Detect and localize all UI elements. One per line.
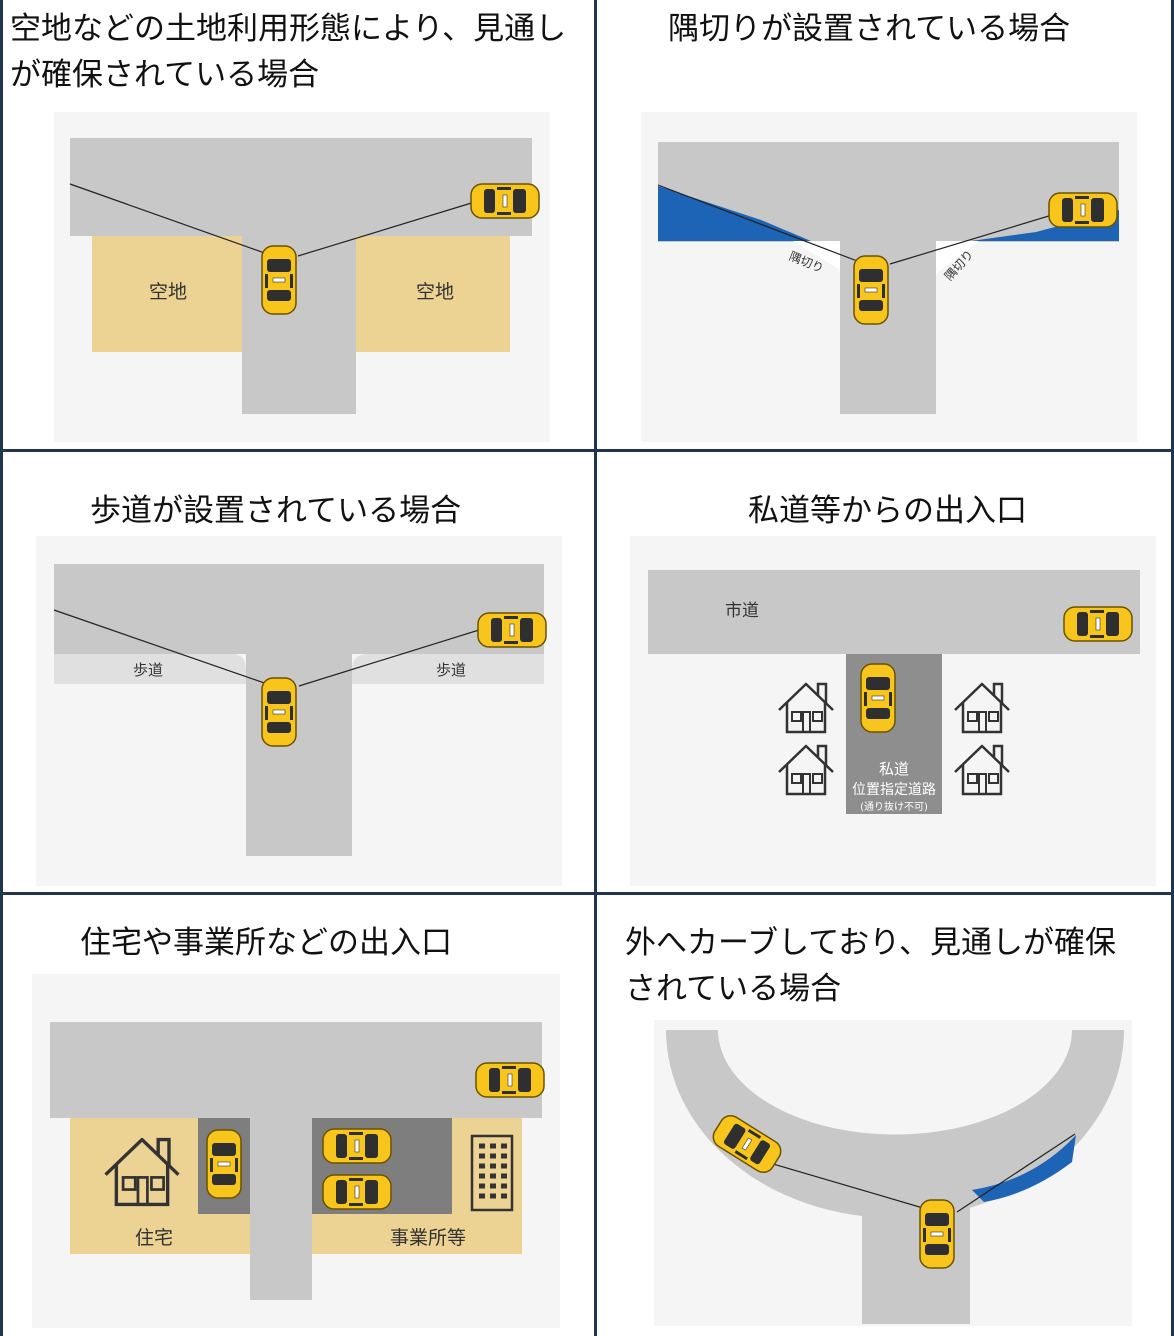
illustration-private-road: 市道 私道 位置指定道路 (通り抜け不可): [630, 536, 1156, 886]
corner-cut-right: [971, 210, 1119, 241]
main-road: [50, 1022, 542, 1118]
private-road-label: 私道: [879, 760, 909, 778]
taxi-car-icon: [206, 1129, 242, 1199]
taxi-car-icon: [322, 1128, 392, 1164]
main-road: [70, 138, 532, 236]
sidewalk-left-label: 歩道: [133, 661, 163, 679]
panel-title: 隅切りが設置されている場合: [668, 11, 1071, 47]
taxi-car-icon: [470, 183, 540, 219]
taxi-car-icon: [322, 1174, 392, 1210]
city-road-label: 市道: [725, 601, 759, 621]
taxi-car-icon: [1048, 192, 1118, 228]
taxi-car-icon: [1063, 606, 1133, 642]
vacant-lot-left-label: 空地: [149, 281, 187, 303]
taxi-car-icon: [860, 663, 896, 733]
illustration-vacant-lot: 空地 空地: [54, 112, 550, 442]
panel-title: 外へカーブしており、見通しが確保 されている場合: [625, 925, 1117, 1007]
grid-border-row2: [0, 892, 1174, 895]
no-through-label: (通り抜け不可): [860, 800, 928, 813]
city-road: [648, 570, 1140, 654]
grid-border-left: [0, 0, 3, 1336]
panel-title: 住宅や事業所などの出入口: [80, 925, 452, 961]
illustration-residence-business: 住宅 事業所等: [32, 974, 560, 1328]
vacant-lot-right-label: 空地: [416, 281, 454, 303]
sidewalk-left: [54, 654, 246, 684]
taxi-car-icon: [853, 255, 889, 325]
illustration-outward-curve: [654, 1020, 1132, 1326]
vacant-lot-right: [356, 236, 510, 352]
sidewalk-right: [352, 654, 544, 684]
illustration-corner-cut: 隅切り 隅切り: [641, 112, 1137, 442]
designated-road-label: 位置指定道路: [852, 782, 936, 798]
grid-border-middle: [594, 0, 597, 1336]
vacant-lot-left: [92, 236, 242, 352]
taxi-car-icon: [919, 1199, 955, 1269]
grid-border-right: [1171, 0, 1174, 1336]
office-building-icon: [470, 1134, 514, 1212]
panel-title: 空地などの土地利用形態により、見通し が確保されている場合: [10, 11, 567, 93]
main-road: [54, 564, 544, 654]
curved-road: [666, 1030, 1124, 1218]
taxi-car-icon: [261, 245, 297, 315]
illustration-sidewalk: 歩道 歩道: [36, 536, 562, 886]
office-label: 事業所等: [390, 1227, 466, 1249]
side-road: [250, 1114, 312, 1300]
sidewalk-right-label: 歩道: [436, 661, 466, 679]
panel-title: 歩道が設置されている場合: [90, 493, 462, 529]
taxi-car-icon: [477, 612, 547, 648]
house-label: 住宅: [135, 1227, 173, 1249]
taxi-car-icon: [261, 677, 297, 747]
panel-title: 私道等からの出入口: [748, 493, 1027, 529]
side-road: [242, 232, 356, 414]
taxi-car-icon: [475, 1062, 545, 1098]
grid-border-row1: [0, 449, 1174, 452]
